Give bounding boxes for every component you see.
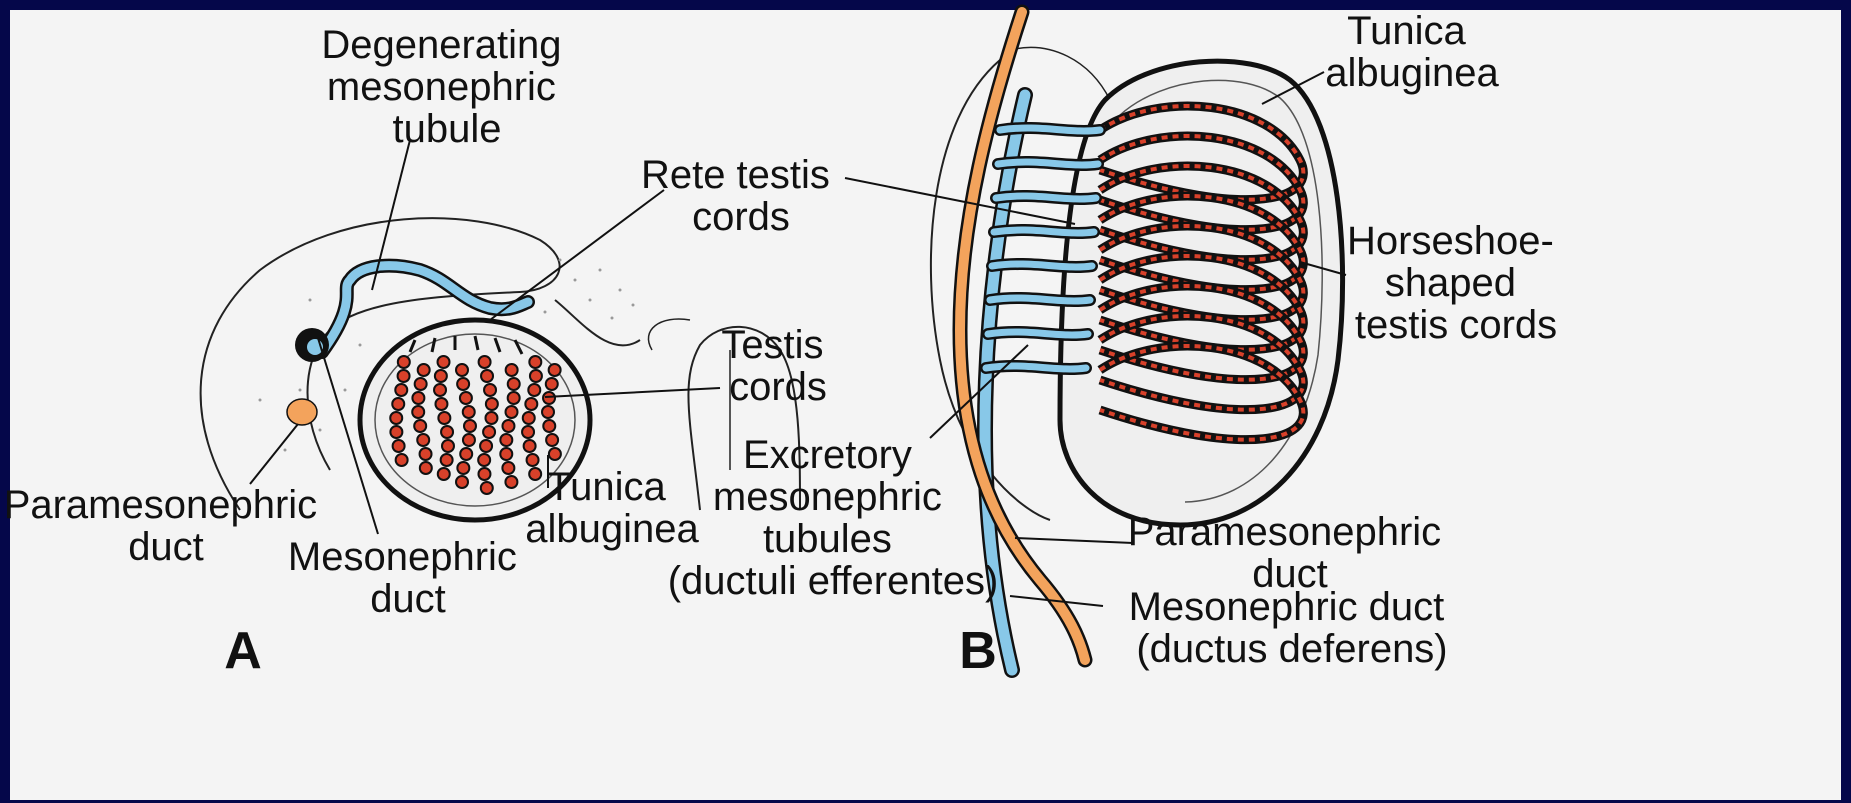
diagram-panel bbox=[10, 10, 1841, 800]
label-mesonephric-duct-b: Mesonephric duct (ductus deferens) bbox=[1129, 585, 1456, 671]
paramesonephric-duct-a bbox=[287, 399, 317, 425]
label-tunica-albuginea-b: Tunica albuginea bbox=[1325, 9, 1499, 95]
panel-letter-b: B bbox=[959, 622, 997, 680]
label-testis-cords-a: Testis cords bbox=[721, 323, 834, 409]
panel-letter-a: A bbox=[224, 622, 262, 680]
label-tunica-albuginea-a: Tunica albuginea bbox=[525, 465, 699, 551]
